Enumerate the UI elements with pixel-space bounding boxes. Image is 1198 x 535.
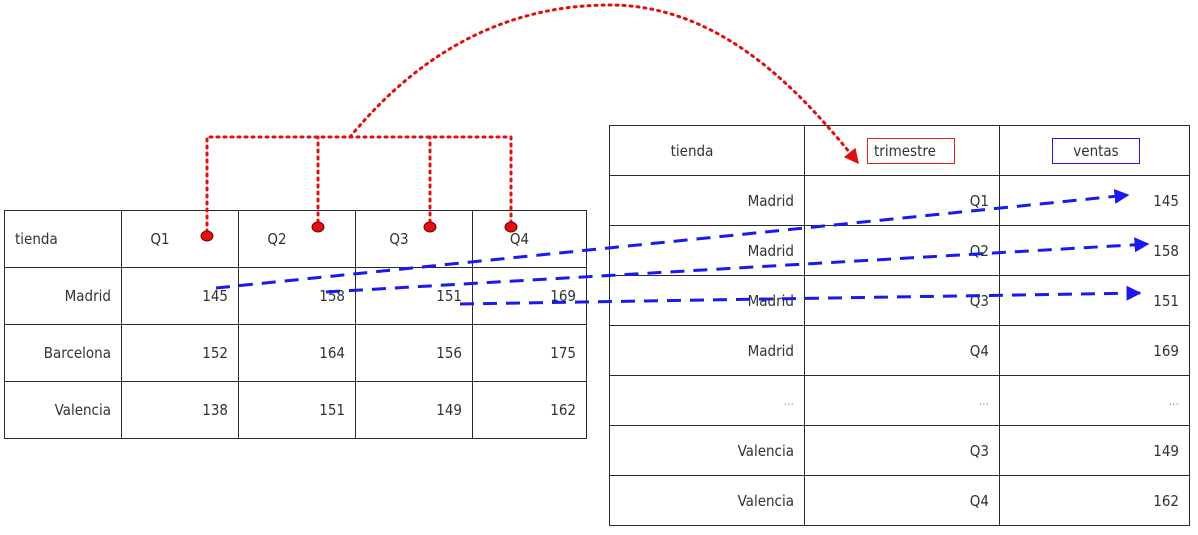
long-cell-value: 162 [999,475,1190,526]
long-cell-store: Madrid [609,325,805,376]
long-row: Madrid Q2 158 [609,225,1190,276]
wide-cell-value: 156 [355,324,473,382]
long-cell-value: 145 [999,175,1190,226]
wide-row-madrid: Madrid 145 158 151 169 [4,267,587,325]
long-cell-ellipsis: ... [999,375,1190,426]
pivot-bracket [205,3,860,234]
pivot-dot-q4 [504,221,518,233]
wide-header-tienda: tienda [4,210,122,268]
pivot-dot-q2 [311,221,325,233]
wide-header-q3: Q3 [355,210,473,268]
long-header-trimestre: trimestre [867,137,955,164]
wide-cell-value: 151 [355,267,473,325]
wide-cell-value: 162 [472,381,587,439]
long-header-tienda: tienda [609,125,805,176]
long-cell-store: Madrid [609,175,805,226]
long-cell-store: Valencia [609,475,805,526]
long-row: Valencia Q4 162 [609,475,1190,526]
long-cell-value: 158 [999,225,1190,276]
long-cell-quarter: Q1 [804,175,1000,226]
value-arrow-145 [215,188,1130,290]
wide-row-valencia: Valencia 138 151 149 162 [4,381,587,439]
value-arrows [215,188,1150,306]
long-cell-quarter: Q3 [804,425,1000,476]
wide-cell-store: Valencia [4,381,122,439]
wide-header-q4: Q4 [472,210,587,268]
long-header-row: tienda trimestre ventas [609,125,1190,176]
wide-cell-value: 145 [121,267,239,325]
pivot-bracket-line [205,135,513,234]
wide-row-barcelona: Barcelona 152 164 156 175 [4,324,587,382]
long-row: Madrid Q1 145 [609,175,1190,226]
long-cell-value: 151 [999,275,1190,326]
wide-cell-store: Barcelona [4,324,122,382]
long-row: Madrid Q4 169 [609,325,1190,376]
long-header-ventas-cell: ventas [999,125,1190,176]
value-arrow-151 [459,285,1142,306]
pivot-dots [200,221,518,242]
wide-cell-value: 138 [121,381,239,439]
value-arrow-158 [325,237,1150,294]
wide-cell-value: 152 [121,324,239,382]
long-cell-value: 149 [999,425,1190,476]
wide-table: tienda Q1 Q2 Q3 Q4 Madrid 145 158 151 16… [4,210,587,439]
long-header-ventas: ventas [1052,137,1140,164]
wide-cell-value: 149 [355,381,473,439]
pivot-dot-q1 [200,230,214,242]
wide-cell-value: 175 [472,324,587,382]
long-row: Valencia Q3 149 [609,425,1190,476]
wide-header-row: tienda Q1 Q2 Q3 Q4 [4,210,587,268]
long-cell-store: Valencia [609,425,805,476]
long-cell-store: Madrid [609,225,805,276]
wide-cell-value: 151 [238,381,356,439]
wide-header-q1: Q1 [121,210,239,268]
long-cell-quarter: Q4 [804,325,1000,376]
long-cell-quarter: Q2 [804,225,1000,276]
pivot-dot-q3 [423,221,437,233]
long-cell-value: 169 [999,325,1190,376]
pivot-curve-arrow [348,3,860,165]
